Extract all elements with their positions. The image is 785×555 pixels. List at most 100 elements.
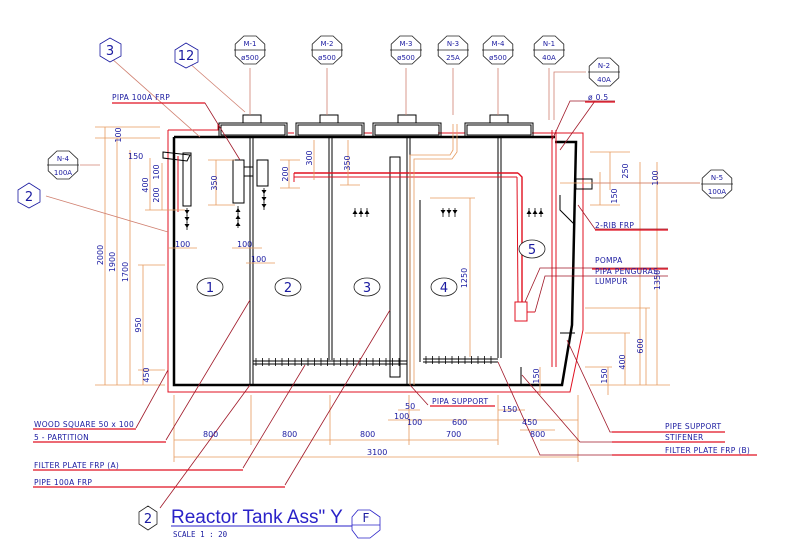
- vent-pipe: [520, 130, 593, 385]
- inlet-pipe-n4: [162, 151, 192, 212]
- air-pipe: [293, 172, 535, 322]
- label-filter-plate-a: FILTER PLATE FRP (A): [34, 461, 119, 470]
- svg-text:100: 100: [394, 412, 409, 421]
- svg-text:1350: 1350: [653, 270, 662, 290]
- arrow-up-icon: [235, 220, 241, 228]
- nozzle-id: N-1: [543, 40, 555, 48]
- manhole-m2: [295, 114, 365, 138]
- title-block: 2 Reactor Tank Ass" Y SCALE 1 : 20 F: [138, 505, 381, 539]
- svg-text:F: F: [363, 511, 370, 525]
- item-bubble-12[interactable]: 12: [174, 42, 199, 69]
- nozzle-id: M-4: [491, 40, 505, 48]
- wood-square-post: [389, 156, 401, 378]
- nozzle-size: ø500: [241, 54, 259, 62]
- svg-text:150: 150: [502, 405, 517, 414]
- svg-text:400: 400: [618, 354, 627, 369]
- label-rib-frp: 2-RIB FRP: [595, 221, 634, 230]
- label-lumpur: LUMPUR: [595, 277, 628, 286]
- label-pompa: POMPA: [595, 256, 623, 265]
- label-pipe-support: PIPE SUPPORT: [665, 422, 722, 431]
- tank-inner-wall: [172, 135, 578, 387]
- svg-text:100: 100: [114, 127, 123, 142]
- svg-text:800: 800: [530, 430, 545, 439]
- compartment-3: 3: [353, 277, 381, 297]
- nozzle-id: N-2: [598, 62, 610, 70]
- svg-text:200: 200: [152, 187, 161, 202]
- arrow-down-icon: [261, 202, 267, 210]
- item-bubble-3[interactable]: 3: [99, 37, 122, 63]
- drawing-scale: SCALE 1 : 20: [173, 530, 228, 539]
- nozzle-tag-n-5[interactable]: N-5 100A: [701, 169, 733, 199]
- svg-text:3: 3: [106, 44, 114, 59]
- nozzle-size: 100A: [708, 188, 726, 196]
- nozzle-id: N-5: [711, 174, 723, 182]
- nozzle-size: 40A: [597, 76, 611, 84]
- nozzle-tag-n-2[interactable]: N-2 40A: [588, 57, 620, 87]
- arrow-down-icon: [452, 208, 458, 217]
- manhole-m4: [464, 114, 534, 138]
- svg-text:250: 250: [621, 163, 630, 178]
- svg-text:150: 150: [532, 368, 541, 383]
- arrow-up-icon: [538, 208, 544, 217]
- dimension-texts: 100 150 400 100 200 2000 1900 1700 950 4…: [96, 127, 662, 457]
- svg-text:350: 350: [343, 155, 352, 170]
- manhole-m3: [372, 114, 442, 138]
- svg-text:12: 12: [178, 49, 195, 64]
- arrow-down-icon: [261, 188, 267, 196]
- svg-text:800: 800: [282, 430, 297, 439]
- svg-text:100: 100: [651, 170, 660, 185]
- compartment-1: 1: [196, 277, 224, 297]
- svg-text:1900: 1900: [108, 252, 117, 272]
- label-partition: 5 - PARTITION: [34, 433, 89, 442]
- arrow-down-icon: [184, 208, 190, 216]
- arrow-up-icon: [532, 208, 538, 217]
- svg-text:600: 600: [452, 418, 467, 427]
- nozzle-tag-n-1[interactable]: N-1 40A: [533, 35, 565, 65]
- arrow-up-icon: [358, 208, 364, 217]
- arrow-up-icon: [235, 213, 241, 221]
- arrow-down-icon: [446, 208, 452, 217]
- nozzle-size: ø500: [397, 54, 415, 62]
- svg-text:150: 150: [128, 152, 143, 161]
- sludge-pipe: [409, 124, 458, 385]
- svg-text:450: 450: [142, 367, 151, 382]
- compartment-4: 4: [430, 277, 458, 297]
- label-stifener: STIFENER: [665, 433, 704, 442]
- arrow-up-icon: [352, 208, 358, 217]
- svg-text:1250: 1250: [460, 268, 469, 288]
- partitions: [249, 137, 502, 385]
- svg-text:2: 2: [144, 512, 152, 527]
- arrow-down-icon: [440, 208, 446, 217]
- nozzle-tag-n-3[interactable]: N-3 25A: [437, 35, 469, 65]
- item-bubble-2-left[interactable]: 2: [17, 182, 41, 209]
- label-pipe-100a-frp: PIPE 100A FRP: [34, 478, 92, 487]
- nozzle-id: N-3: [447, 40, 459, 48]
- label-pipa-100a-frp: PIPA 100A FRP: [112, 93, 170, 102]
- svg-text:2: 2: [25, 190, 33, 205]
- arrow-up-icon: [526, 208, 532, 217]
- svg-text:2000: 2000: [96, 245, 105, 265]
- svg-text:100: 100: [237, 240, 252, 249]
- svg-text:400: 400: [141, 177, 150, 192]
- svg-text:100: 100: [407, 418, 422, 427]
- filter-plate-b: [423, 358, 498, 363]
- arrow-down-icon: [184, 215, 190, 223]
- nozzle-tag-m-1[interactable]: M-1 ø500: [234, 35, 266, 65]
- svg-text:150: 150: [610, 188, 619, 203]
- nozzle-size: 40A: [542, 54, 556, 62]
- compartment-number: 2: [284, 281, 292, 296]
- nozzle-id: M-1: [243, 40, 256, 48]
- baffle-pipe: [232, 159, 269, 204]
- svg-text:3100: 3100: [367, 448, 387, 457]
- nozzle-size: 25A: [446, 54, 460, 62]
- filter-plate-a-ticks: [255, 358, 400, 366]
- compartment-number: 4: [440, 281, 448, 296]
- svg-text:350: 350: [210, 175, 219, 190]
- svg-text:100: 100: [175, 240, 190, 249]
- svg-text:800: 800: [360, 430, 375, 439]
- annotation-labels: PIPA 100A FRP ø 0.5 2-RIB FRP POMPA PIPA…: [34, 93, 750, 487]
